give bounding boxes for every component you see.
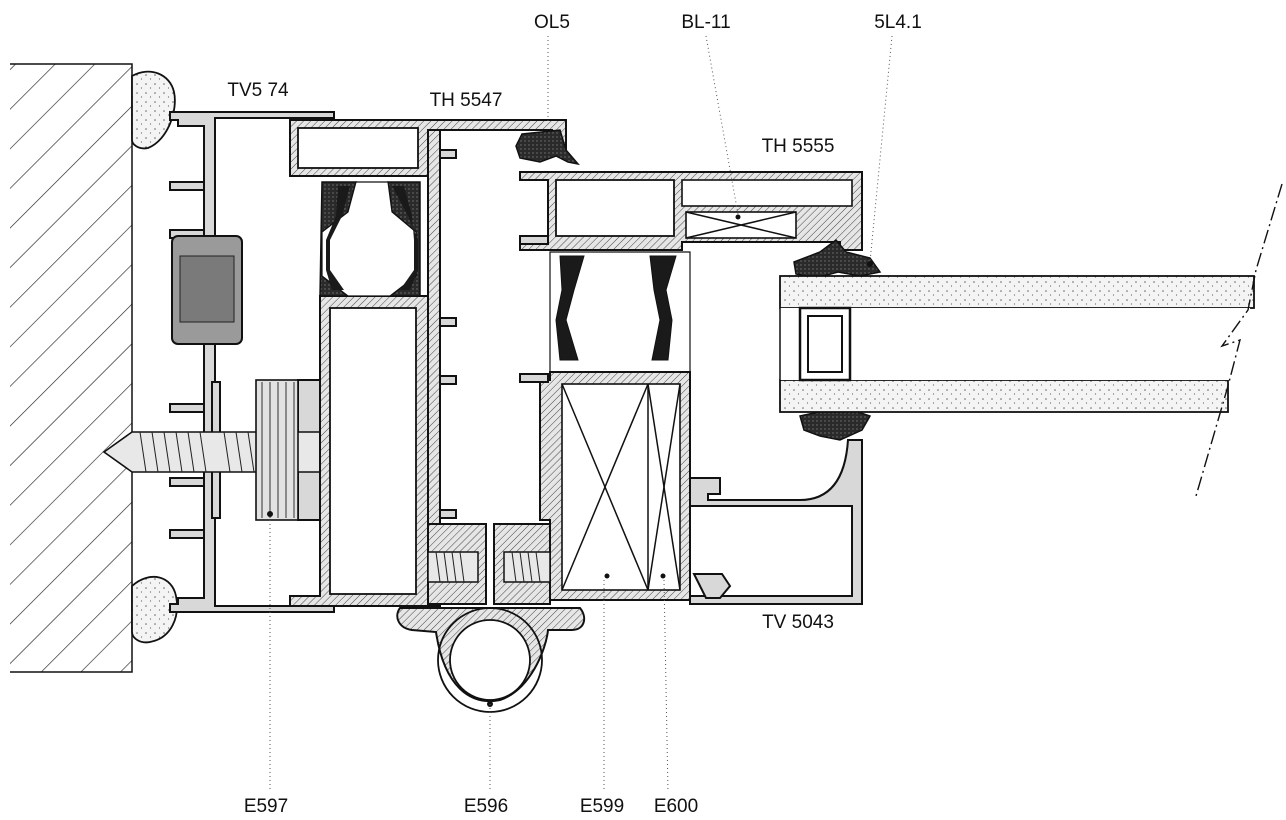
gasket-5l41-bottom xyxy=(799,409,872,441)
label-e600: E600 xyxy=(654,796,698,817)
profile-tv5043 xyxy=(689,439,863,605)
profile-tv574 xyxy=(169,111,335,613)
fixing-screw-e597 xyxy=(102,379,353,521)
profile-th5547 xyxy=(289,119,567,607)
masonry-wall xyxy=(10,63,133,673)
sealant-top xyxy=(131,70,176,150)
profile-th5555 xyxy=(519,171,863,601)
gasket-5l41-top xyxy=(793,238,882,279)
sealant-bottom xyxy=(131,576,178,644)
label-th5547: TH 5547 xyxy=(430,90,503,111)
label-ol5: OL5 xyxy=(534,12,570,33)
label-5l41: 5L4.1 xyxy=(874,12,922,33)
label-e596: E596 xyxy=(464,796,508,817)
label-e597: E597 xyxy=(244,796,288,817)
label-e599: E599 xyxy=(580,796,624,817)
label-tv5043: TV 5043 xyxy=(762,612,834,633)
corner-cleat-e596 xyxy=(396,523,586,713)
leader-lines xyxy=(267,35,893,793)
glazing-unit xyxy=(779,183,1283,497)
label-tv574: TV5 74 xyxy=(227,80,289,101)
gasket-ol5 xyxy=(515,129,580,166)
label-th5555: TH 5555 xyxy=(762,136,835,157)
label-bl11: BL-11 xyxy=(681,12,730,33)
